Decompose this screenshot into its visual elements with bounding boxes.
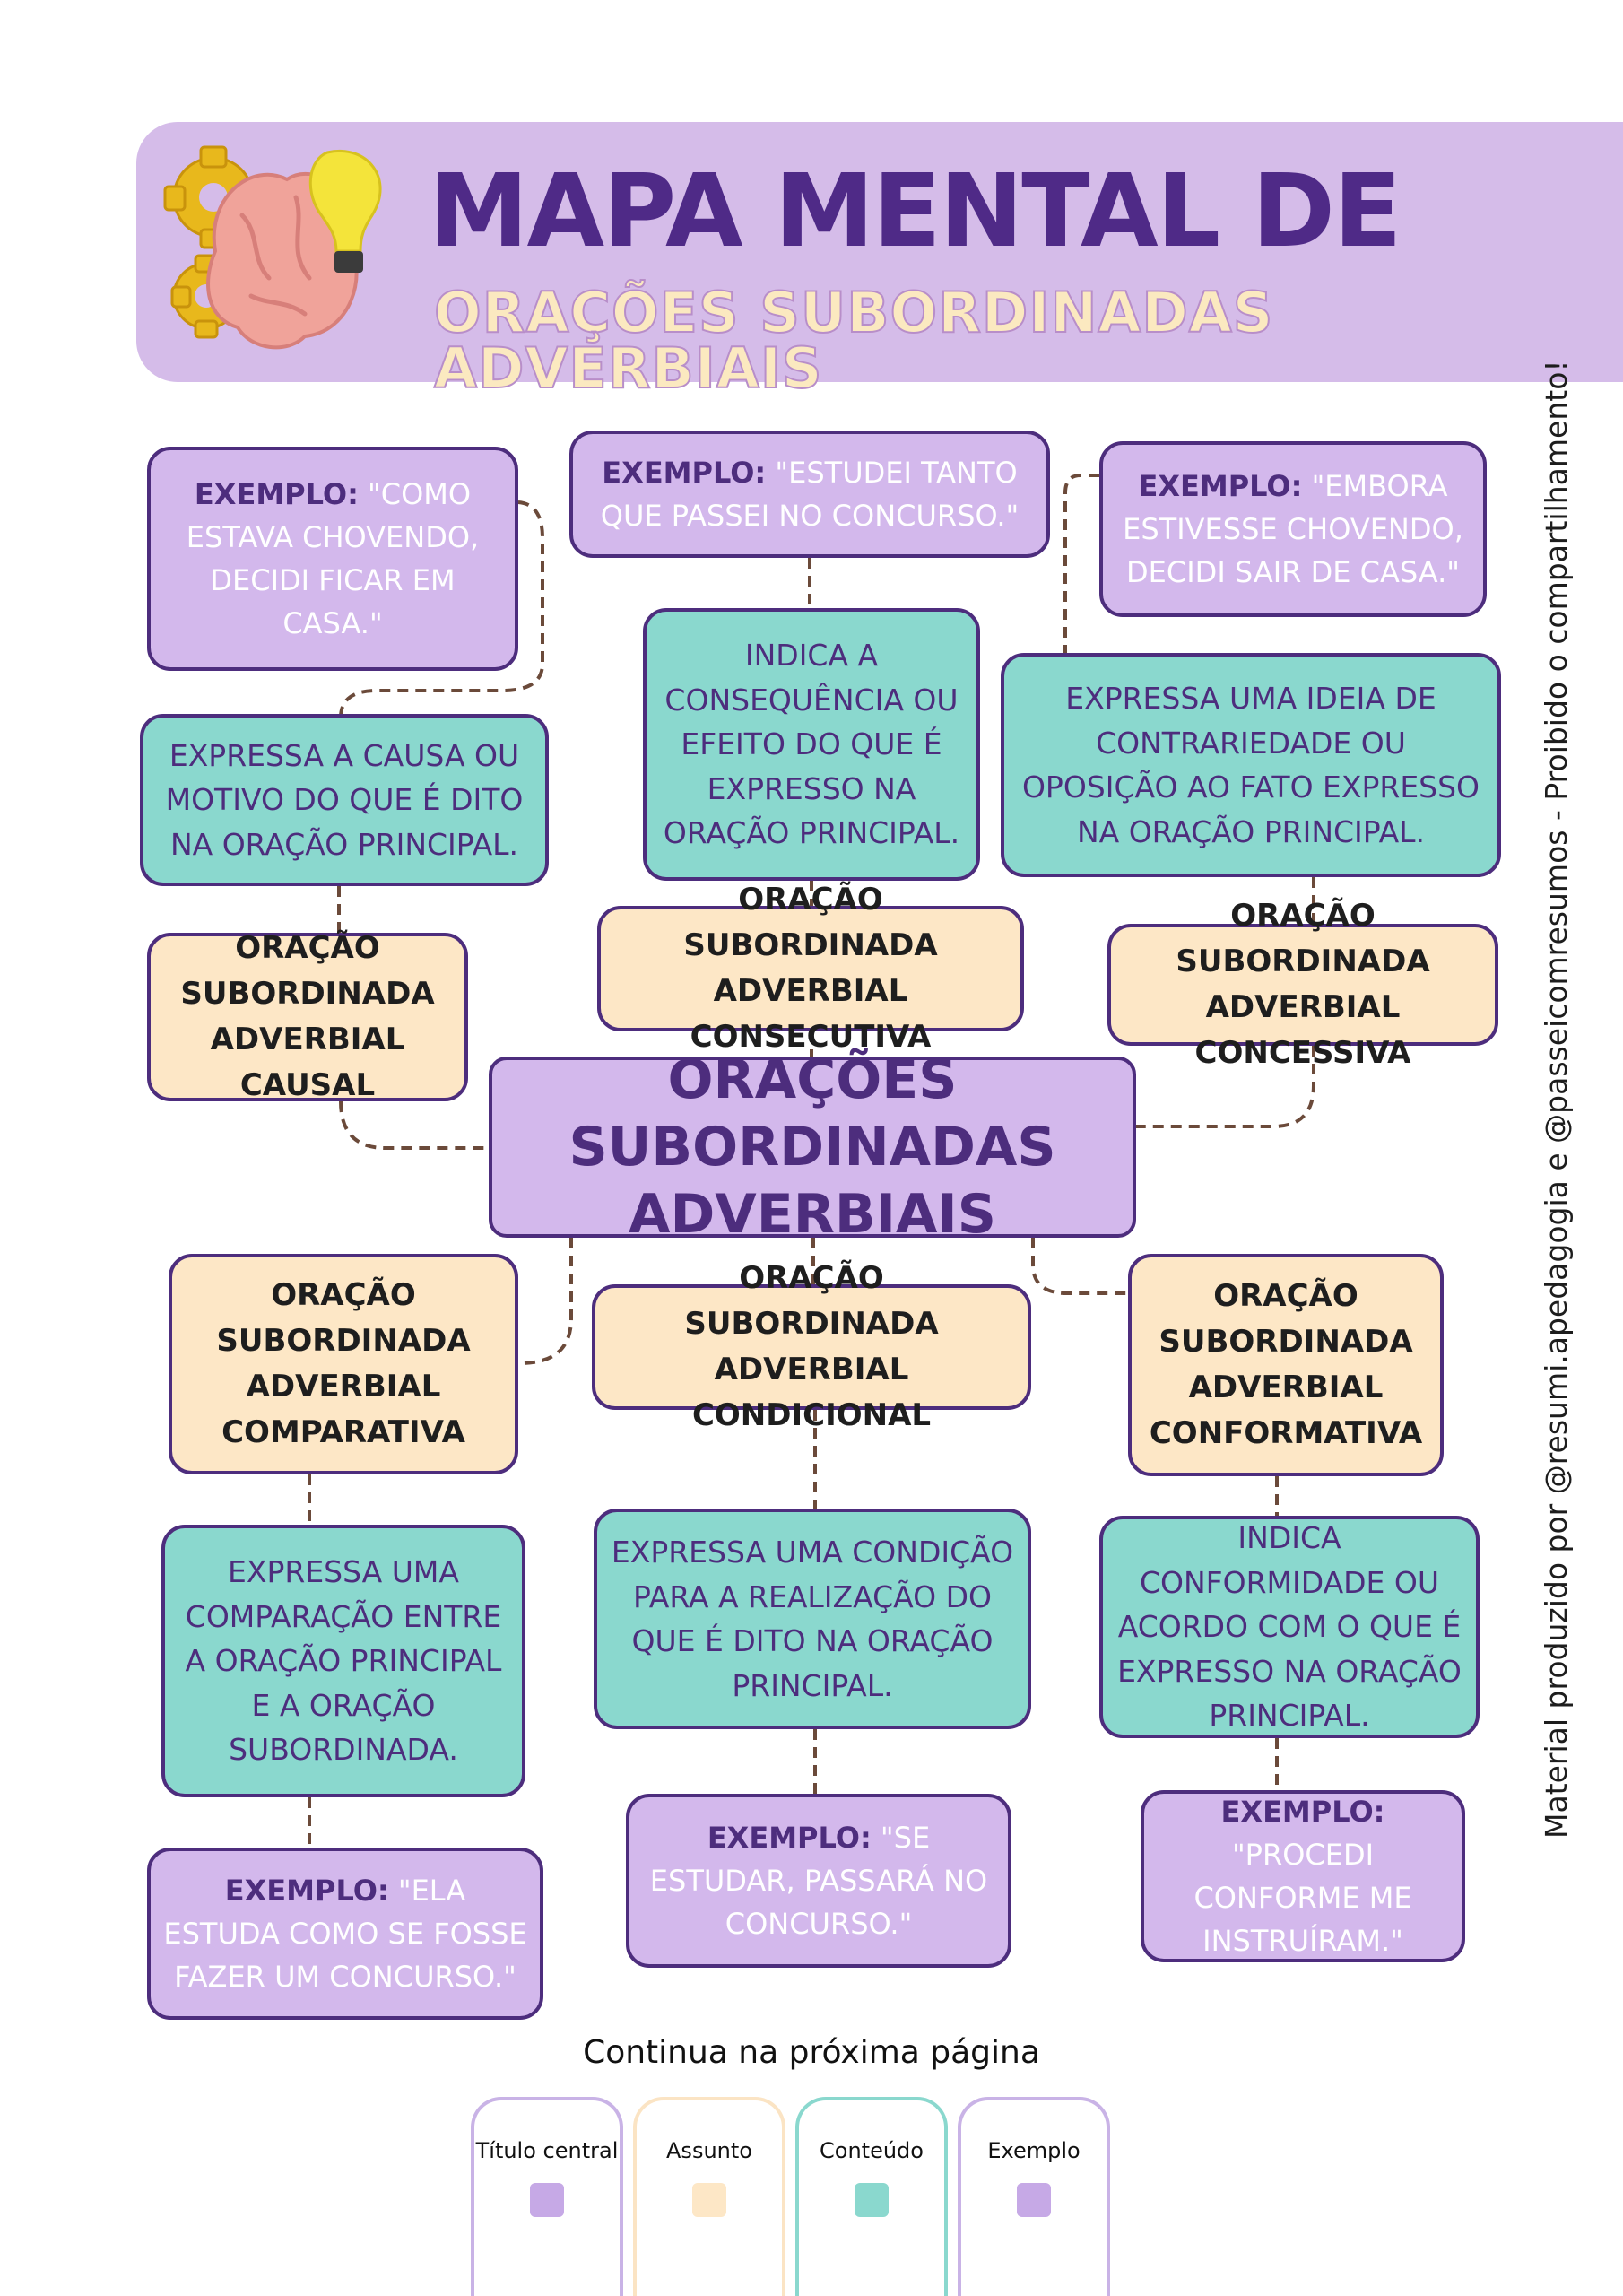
example-label: EXEMPLO: xyxy=(707,1821,872,1855)
consecutiva-example-box: EXEMPLO: "ESTUDEI TANTO QUE PASSEI NO CO… xyxy=(569,430,1050,558)
legend-content-label: Conteúdo xyxy=(820,2138,924,2163)
comparativa-topic-text: ORAÇÃO SUBORDINADA ADVERBIAL COMPARATIVA xyxy=(216,1277,471,1450)
legend-example-label: Exemplo xyxy=(987,2138,1081,2163)
connector-causal-example xyxy=(339,500,544,718)
comparativa-content-text: EXPRESSA UMA COMPARAÇÃO ENTRE A ORAÇÃO P… xyxy=(185,1554,502,1768)
causal-content-box: EXPRESSA A CAUSA OU MOTIVO DO QUE É DITO… xyxy=(140,714,549,886)
consecutiva-example-text: "ESTUDEI TANTO QUE PASSEI NO CONCURSO." xyxy=(600,456,1020,533)
legend-central-title-swatch xyxy=(530,2183,564,2217)
concessiva-topic-box: ORAÇÃO SUBORDINADA ADVERBIAL CONCESSIVA xyxy=(1107,898,1498,1071)
concessiva-example-text: "EMBORA ESTIVESSE CHOVENDO, DECIDI SAIR … xyxy=(1123,469,1463,589)
header-banner xyxy=(136,122,1623,382)
central-title-line-2: ADVERBIAIS xyxy=(629,1182,996,1246)
condicional-topic-box: ORAÇÃO SUBORDINADA ADVERBIAL CONDICIONAL xyxy=(592,1260,1031,1433)
legend-content-swatch xyxy=(855,2183,889,2217)
central-title-box: ORAÇÕES SUBORDINADAS ADVERBIAIS xyxy=(489,1048,1136,1246)
connector-causal-central xyxy=(339,1100,489,1150)
conformativa-topic-box: ORAÇÃO SUBORDINADA ADVERBIAL CONFORMATIV… xyxy=(1128,1254,1444,1476)
title-line-1: MAPA MENTAL DE xyxy=(429,153,1402,270)
legend-central-title: Título central xyxy=(471,2097,623,2296)
causal-content-text: EXPRESSA A CAUSA OU MOTIVO DO QUE É DITO… xyxy=(165,737,524,862)
connector-conformativa-central xyxy=(1031,1238,1128,1295)
brain-gear-bulb-icon xyxy=(163,145,382,350)
consecutiva-content-text: INDICA A CONSEQUÊNCIA OU EFEITO DO QUE É… xyxy=(663,638,960,851)
causal-example-text: "COMO ESTAVA CHOVENDO, DECIDI FICAR EM C… xyxy=(186,477,480,640)
causal-example-box: EXEMPLO: "COMO ESTAVA CHOVENDO, DECIDI F… xyxy=(147,447,518,671)
conformativa-example-box: EXEMPLO: "PROCEDI CONFORME ME INSTRUÍRAM… xyxy=(1141,1790,1465,1962)
legend-example-swatch xyxy=(1017,2183,1051,2217)
example-label: EXEMPLO: xyxy=(1220,1795,1385,1829)
connector-concessiva-central xyxy=(1136,1046,1315,1128)
connector-comparativa-central xyxy=(519,1238,573,1365)
connector-concessiva-example xyxy=(1063,474,1099,653)
consecutiva-content-box: INDICA A CONSEQUÊNCIA OU EFEITO DO QUE É… xyxy=(643,608,980,881)
condicional-example-box: EXEMPLO: "SE ESTUDAR, PASSARÁ NO CONCURS… xyxy=(626,1794,1011,1968)
comparativa-example-box: EXEMPLO: "ELA ESTUDA COMO SE FOSSE FAZER… xyxy=(147,1848,543,2020)
example-label: EXEMPLO: xyxy=(602,456,767,490)
legend-example: Exemplo xyxy=(958,2097,1110,2296)
central-title-line-1: ORAÇÕES SUBORDINADAS xyxy=(568,1048,1056,1178)
example-label: EXEMPLO: xyxy=(1138,469,1303,503)
legend-topic-label: Assunto xyxy=(666,2138,752,2163)
legend-topic: Assunto xyxy=(633,2097,785,2296)
conformativa-topic-text: ORAÇÃO SUBORDINADA ADVERBIAL CONFORMATIV… xyxy=(1149,1278,1423,1451)
concessiva-content-text: EXPRESSA UMA IDEIA DE CONTRARIEDADE OU O… xyxy=(1021,681,1480,849)
concessiva-topic-text: ORAÇÃO SUBORDINADA ADVERBIAL CONCESSIVA xyxy=(1176,898,1430,1071)
conformativa-content-text: INDICA CONFORMIDADE OU ACORDO COM O QUE … xyxy=(1117,1520,1462,1734)
condicional-example-text: "SE ESTUDAR, PASSARÁ NO CONCURSO." xyxy=(649,1821,988,1941)
causal-topic-box: ORAÇÃO SUBORDINADA ADVERBIAL CAUSAL xyxy=(147,930,468,1103)
legend-content: Conteúdo xyxy=(795,2097,948,2296)
example-label: EXEMPLO: xyxy=(224,1874,389,1908)
continue-next-page: Continua na próxima página xyxy=(583,2034,1040,2071)
consecutiva-topic-text: ORAÇÃO SUBORDINADA ADVERBIAL CONSECUTIVA xyxy=(683,882,938,1055)
consecutiva-topic-box: ORAÇÃO SUBORDINADA ADVERBIAL CONSECUTIVA xyxy=(597,882,1024,1055)
concessiva-content-box: EXPRESSA UMA IDEIA DE CONTRARIEDADE OU O… xyxy=(1001,653,1501,877)
condicional-content-box: EXPRESSA UMA CONDIÇÃO PARA A REALIZAÇÃO … xyxy=(594,1509,1031,1729)
comparativa-topic-box: ORAÇÃO SUBORDINADA ADVERBIAL COMPARATIVA xyxy=(169,1254,518,1474)
conformativa-example-text: "PROCEDI CONFORME ME INSTRUÍRAM." xyxy=(1193,1838,1412,1958)
side-copyright-note: Material produzido por @resumi.apedagogi… xyxy=(1539,360,1574,1839)
comparativa-content-box: EXPRESSA UMA COMPARAÇÃO ENTRE A ORAÇÃO P… xyxy=(161,1525,525,1797)
concessiva-example-box: EXEMPLO: "EMBORA ESTIVESSE CHOVENDO, DEC… xyxy=(1099,441,1487,617)
condicional-content-text: EXPRESSA UMA CONDIÇÃO PARA A REALIZAÇÃO … xyxy=(611,1535,1014,1703)
example-label: EXEMPLO: xyxy=(194,477,359,511)
title-line-2: ORAÇÕES SUBORDINADAS ADVERBIAIS xyxy=(433,280,1274,401)
legend-topic-swatch xyxy=(692,2183,726,2217)
legend-central-title-label: Título central xyxy=(475,2138,619,2163)
causal-topic-text: ORAÇÃO SUBORDINADA ADVERBIAL CAUSAL xyxy=(180,930,435,1103)
condicional-topic-text: ORAÇÃO SUBORDINADA ADVERBIAL CONDICIONAL xyxy=(684,1260,939,1433)
comparativa-example-text: "ELA ESTUDA COMO SE FOSSE FAZER UM CONCU… xyxy=(163,1874,527,1994)
conformativa-content-box: INDICA CONFORMIDADE OU ACORDO COM O QUE … xyxy=(1099,1516,1480,1738)
